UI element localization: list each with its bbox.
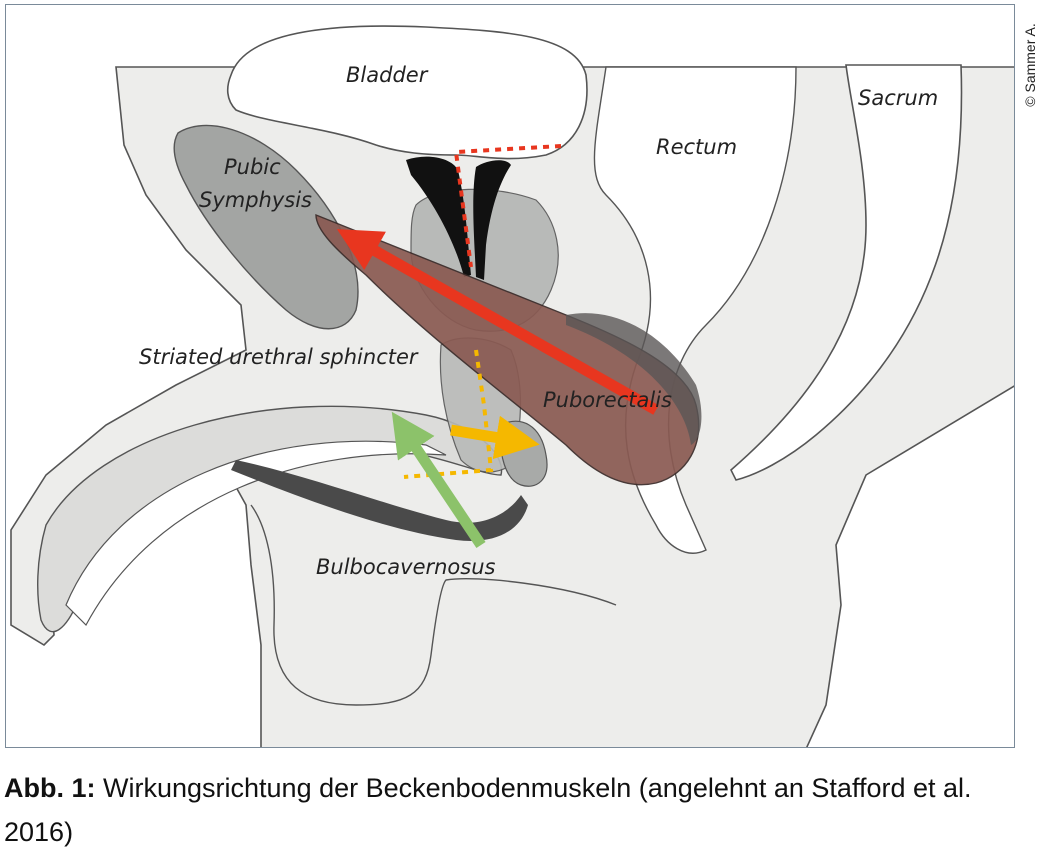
caption-prefix: Abb. 1: [4,773,96,803]
label-symphysis: Symphysis [199,188,312,212]
bladder-shape [226,25,588,160]
copyright-text: © Sammer A. [1022,23,1038,107]
figure-frame: Bladder Rectum Sacrum Pubic Symphysis St… [5,4,1015,748]
label-sacrum: Sacrum [858,86,939,110]
puborectalis-shadow [566,313,702,445]
sphincter-arrow [450,415,540,460]
label-bladder: Bladder [346,63,428,87]
pubic-symphysis-bone [173,124,359,330]
sacrum-shape [730,64,963,481]
figure-caption: Abb. 1: Wirkungsrichtung der Beckenboden… [4,766,1044,854]
label-rectum: Rectum [656,135,738,159]
urethra-wall-right [473,160,511,280]
caption-text: Wirkungsrichtung der Beckenbodenmuskeln … [4,773,972,847]
anatomy-diagram [10,25,1014,747]
urethra-wall-left [406,156,471,277]
label-striated-urethral-sphincter: Striated urethral sphincter [139,345,418,369]
label-puborectalis: Puborectalis [543,388,672,412]
label-pubic: Pubic [224,155,281,179]
bulbocavernosus-muscle [231,460,528,541]
perineum-outline [250,504,617,706]
red-dotted-line [453,144,562,268]
label-bulbocavernosus: Bulbocavernosus [316,555,496,579]
puborectalis-arrow [336,229,659,415]
copyright-credit: © Sammer A. [1010,0,1050,130]
bulbocavernosus-arrow [391,411,486,549]
